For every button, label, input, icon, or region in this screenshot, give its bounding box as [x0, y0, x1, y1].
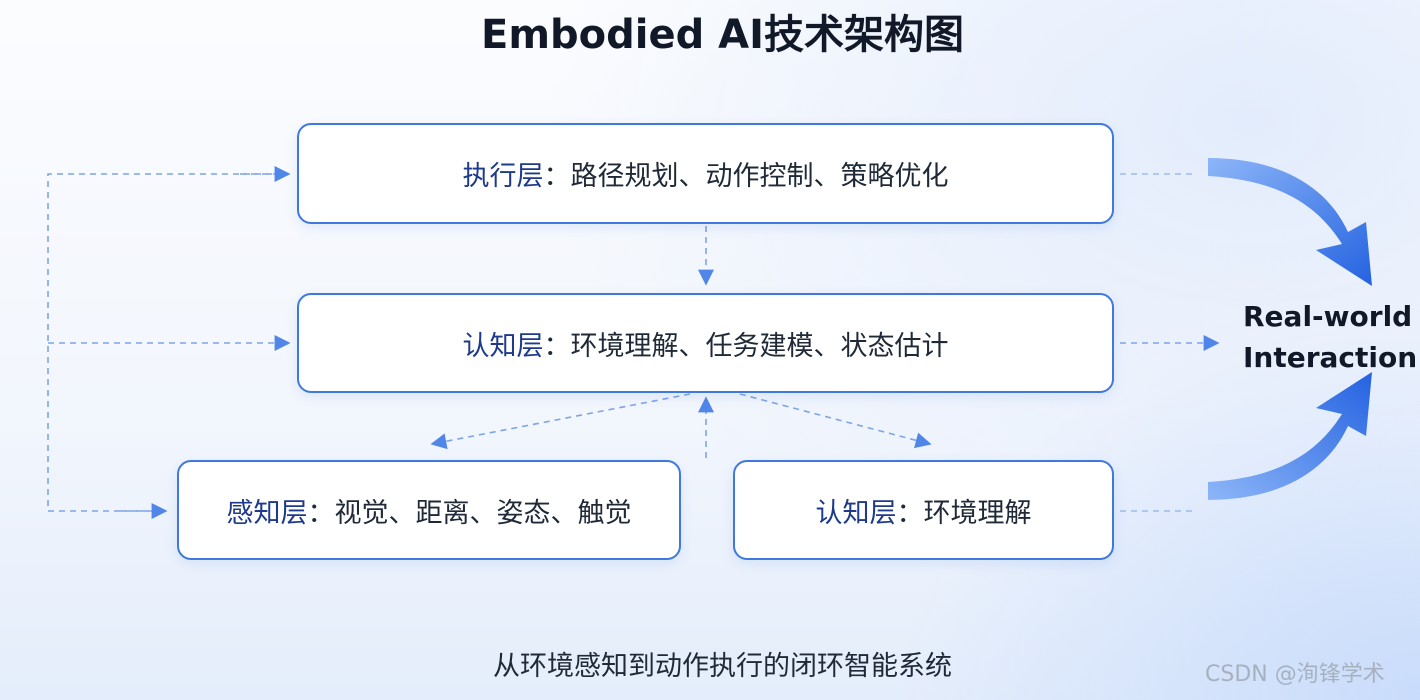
perception-layer-name: 感知层	[226, 497, 308, 529]
execution-layer-name: 执行层	[462, 161, 544, 192]
perception-layer-items: 视觉、距离、姿态、触觉	[334, 497, 632, 529]
execution-layer-items: 路径规划、动作控制、策略优化	[570, 161, 949, 192]
cognition-small-items: 环境理解	[923, 497, 1032, 529]
arrow-cognition-to-perception	[430, 393, 691, 450]
diagram-caption: 从环境感知到动作执行的闭环智能系统	[493, 651, 952, 682]
cognition-layer-name: 认知层	[462, 330, 544, 362]
cognition-layer-separator: ：	[543, 330, 571, 362]
real-world-label-line1: Real-world	[1243, 300, 1413, 333]
feedback-loop-line	[47, 173, 283, 512]
cognition-layer-box: 认知层：环境理解、任务建模、状态估计	[297, 293, 1114, 393]
big-arrow-upper	[1208, 158, 1372, 286]
big-arrow-lower	[1208, 372, 1372, 500]
execution-layer-box: 执行层：路径规划、动作控制、策略优化	[297, 123, 1114, 224]
arrow-cognition-to-cognition-small	[739, 393, 932, 449]
cognition-small-box: 认知层：环境理解	[733, 460, 1114, 560]
real-world-label-line2: Interaction	[1243, 341, 1418, 374]
diagram-title: Embodied AI技术架构图	[481, 12, 964, 58]
perception-layer-box: 感知层：视觉、距离、姿态、触觉	[177, 460, 681, 560]
execution-layer-separator: ：	[543, 161, 571, 192]
perception-layer-separator: ：	[307, 497, 335, 529]
cognition-small-name: 认知层	[815, 497, 897, 529]
cognition-layer-items: 环境理解、任务建模、状态估计	[570, 330, 949, 362]
real-world-interaction-label: Real-world Interaction	[1243, 296, 1418, 378]
watermark: CSDN @洵锋学术	[1205, 662, 1385, 687]
cognition-small-separator: ：	[896, 497, 924, 529]
